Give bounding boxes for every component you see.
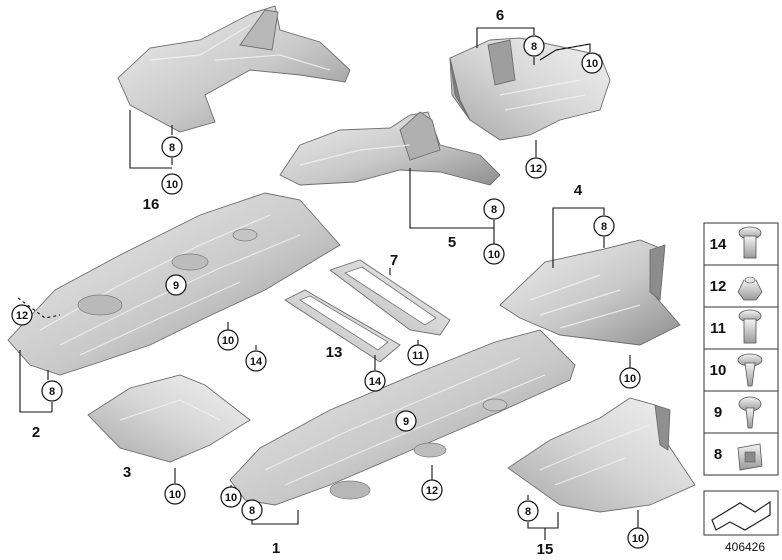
collar-screw-icon bbox=[738, 396, 762, 429]
self-tapping-screw-icon bbox=[737, 353, 763, 387]
svg-text:12: 12 bbox=[426, 485, 438, 497]
circled-references: 8 10 8 10 12 8 10 8 10 9 12 10 14 8 10 1… bbox=[11, 35, 649, 549]
arrow-icon bbox=[711, 500, 771, 531]
clip-nut-icon bbox=[737, 443, 763, 471]
circle-ref: 14 bbox=[364, 370, 386, 392]
callout-15: 15 bbox=[537, 541, 554, 558]
svg-text:11: 11 bbox=[412, 350, 424, 362]
svg-text:10: 10 bbox=[586, 58, 598, 70]
circle-ref: 11 bbox=[407, 344, 429, 366]
callout-2: 2 bbox=[32, 424, 40, 441]
svg-text:14: 14 bbox=[250, 356, 263, 368]
part-6-tray bbox=[449, 37, 611, 141]
fastener-10-label: 10 bbox=[710, 362, 727, 379]
svg-text:8: 8 bbox=[169, 142, 175, 154]
circle-ref: 10 bbox=[164, 483, 186, 505]
circle-ref: 8 bbox=[41, 380, 63, 402]
callout-7: 7 bbox=[390, 252, 398, 269]
fastener-12-label: 12 bbox=[710, 278, 727, 295]
svg-text:10: 10 bbox=[632, 533, 644, 545]
circle-ref: 8 bbox=[241, 499, 263, 521]
svg-text:10: 10 bbox=[166, 179, 178, 191]
circle-ref: 10 bbox=[619, 367, 641, 389]
svg-text:12: 12 bbox=[16, 310, 28, 322]
torx-bolt-icon bbox=[738, 309, 762, 344]
part-4-shield bbox=[499, 239, 681, 346]
callout-5: 5 bbox=[448, 234, 456, 251]
circle-ref: 10 bbox=[220, 486, 242, 508]
callout-1: 1 bbox=[272, 540, 280, 557]
svg-text:8: 8 bbox=[49, 386, 55, 398]
circle-ref: 10 bbox=[161, 173, 183, 195]
svg-text:10: 10 bbox=[222, 335, 234, 347]
svg-text:9: 9 bbox=[173, 280, 179, 292]
svg-text:9: 9 bbox=[403, 416, 409, 428]
callout-numbers: 6 16 5 4 7 13 2 3 1 15 bbox=[32, 7, 583, 558]
fastener-14-label: 14 bbox=[710, 236, 727, 253]
fastener-11-label: 11 bbox=[710, 320, 726, 337]
circle-ref: 12 bbox=[11, 304, 33, 326]
circle-ref: 8 bbox=[517, 500, 539, 522]
svg-text:8: 8 bbox=[491, 204, 497, 216]
torx-screw-icon bbox=[738, 226, 762, 259]
circle-ref: 8 bbox=[483, 198, 505, 220]
svg-text:10: 10 bbox=[169, 489, 181, 501]
circle-ref: 10 bbox=[627, 527, 649, 549]
circle-ref: 8 bbox=[523, 35, 545, 57]
part-16-bracket bbox=[117, 5, 351, 133]
svg-text:8: 8 bbox=[249, 505, 255, 517]
svg-text:8: 8 bbox=[601, 221, 607, 233]
svg-text:10: 10 bbox=[624, 373, 636, 385]
callout-6: 6 bbox=[496, 7, 504, 24]
fastener-9-label: 9 bbox=[714, 404, 722, 421]
svg-text:8: 8 bbox=[525, 506, 531, 518]
hex-nut-icon bbox=[737, 276, 763, 301]
part-3-shield bbox=[87, 374, 251, 463]
part-15-shield bbox=[507, 397, 696, 513]
part-13-frame bbox=[284, 289, 401, 363]
circle-ref: 8 bbox=[593, 215, 615, 237]
svg-text:10: 10 bbox=[225, 492, 237, 504]
svg-text:14: 14 bbox=[369, 376, 382, 388]
part-5-bracket bbox=[279, 111, 501, 186]
svg-text:10: 10 bbox=[488, 249, 500, 261]
svg-text:8: 8 bbox=[531, 41, 537, 53]
fastener-8-label: 8 bbox=[714, 446, 722, 463]
circle-ref: 9 bbox=[165, 274, 187, 296]
circle-ref: 8 bbox=[161, 136, 183, 158]
circle-ref: 9 bbox=[395, 410, 417, 432]
part-7-frame bbox=[329, 259, 451, 336]
callout-3: 3 bbox=[123, 464, 131, 481]
fastener-panel: 14 12 11 10 9 bbox=[703, 222, 779, 536]
circle-ref: 12 bbox=[525, 157, 547, 179]
circle-ref: 12 bbox=[421, 479, 443, 501]
reference-number: 406426 bbox=[725, 540, 765, 554]
svg-text:12: 12 bbox=[530, 163, 542, 175]
circle-ref: 10 bbox=[483, 243, 505, 265]
callout-4: 4 bbox=[574, 182, 583, 199]
circle-ref: 14 bbox=[245, 350, 267, 372]
callout-13: 13 bbox=[326, 344, 343, 361]
circle-ref: 10 bbox=[581, 52, 603, 74]
circle-ref: 10 bbox=[217, 329, 239, 351]
callout-16: 16 bbox=[143, 196, 160, 213]
